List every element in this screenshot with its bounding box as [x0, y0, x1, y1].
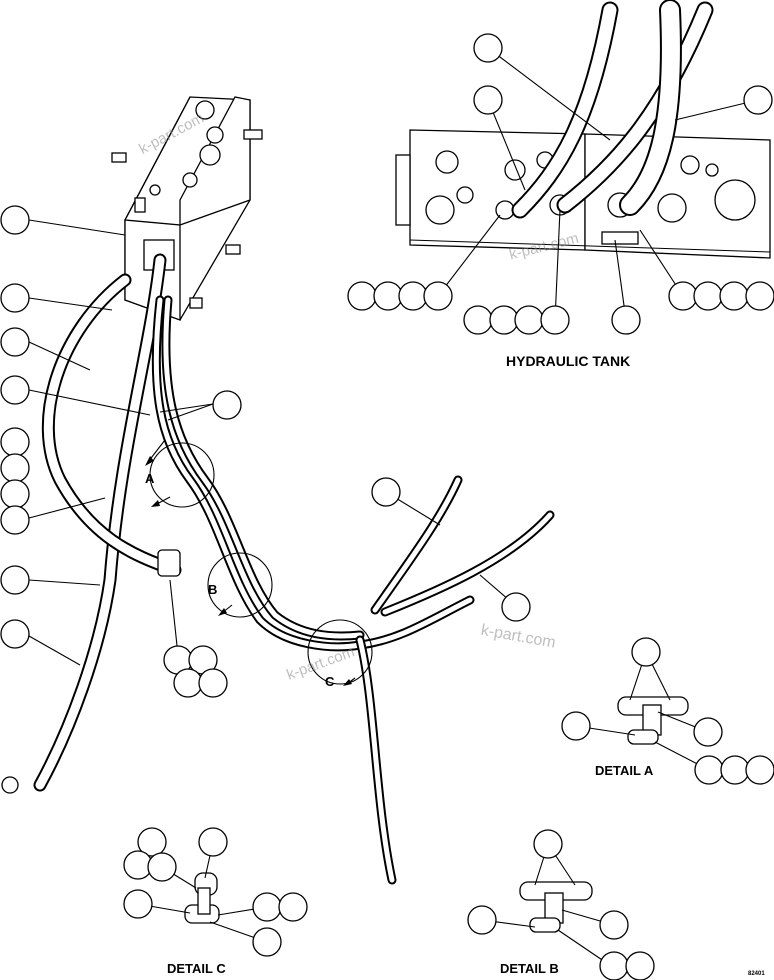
main-hoses	[1, 253, 555, 885]
callouts	[0, 33, 774, 980]
detail-b-label: DETAIL B	[500, 961, 559, 976]
tank-hoses	[511, 0, 714, 219]
view-circles	[145, 439, 373, 686]
watermark-3: k-part.com	[480, 622, 557, 652]
detail-c-drawing	[184, 872, 220, 924]
detail-b-drawing	[519, 881, 593, 933]
detail-a-drawing	[617, 696, 689, 745]
drawing-number: 82401	[748, 971, 765, 977]
view-c-letter: C	[325, 674, 335, 689]
detail-c-label: DETAIL C	[167, 961, 226, 976]
detail-a-label: DETAIL A	[595, 763, 654, 778]
hydraulic-tank-label: HYDRAULIC TANK	[506, 353, 630, 369]
view-a-letter: A	[145, 471, 155, 486]
view-b-letter: B	[208, 582, 217, 597]
